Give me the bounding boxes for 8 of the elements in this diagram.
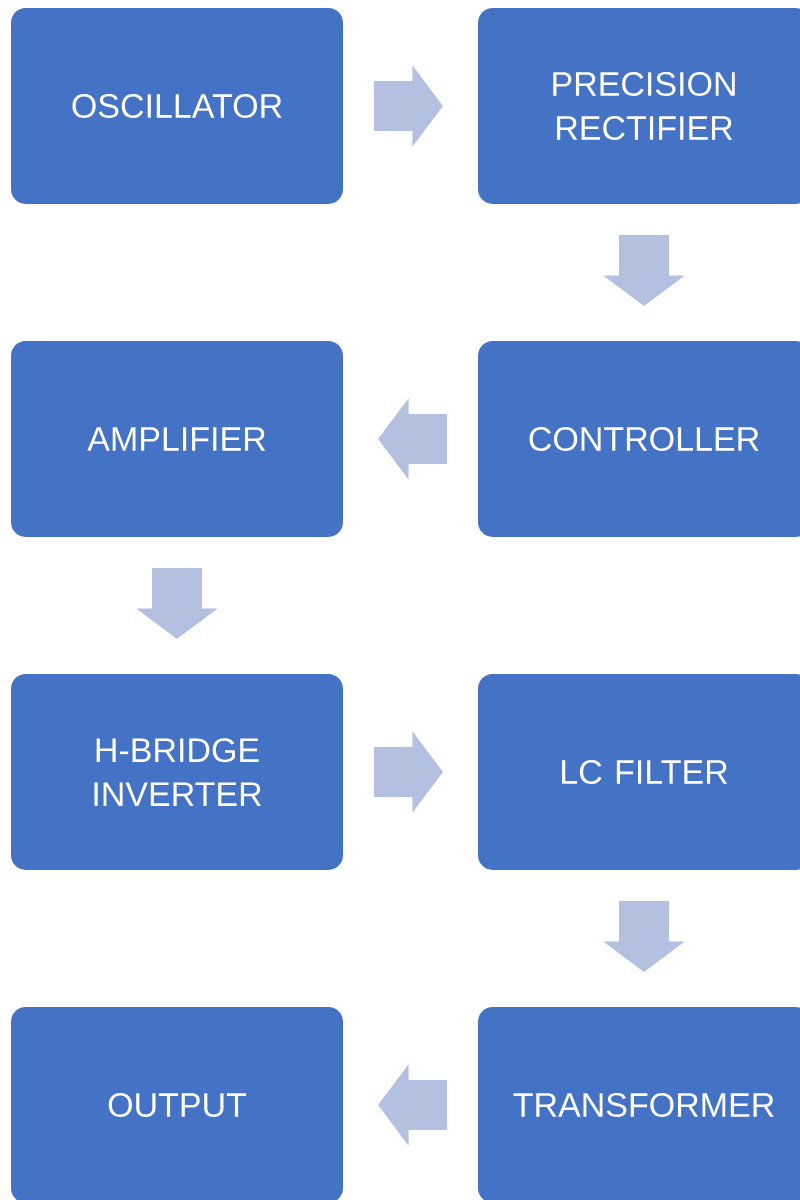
process-box: LC FILTER — [478, 674, 800, 870]
process-box: OSCILLATOR — [11, 8, 343, 204]
process-box: CONTROLLER — [478, 341, 800, 537]
process-box: AMPLIFIER — [11, 341, 343, 537]
process-box: TRANSFORMER — [478, 1007, 800, 1200]
process-box: OUTPUT — [11, 1007, 343, 1200]
process-box: PRECISION RECTIFIER — [478, 8, 800, 204]
process-box: H-BRIDGE INVERTER — [11, 674, 343, 870]
